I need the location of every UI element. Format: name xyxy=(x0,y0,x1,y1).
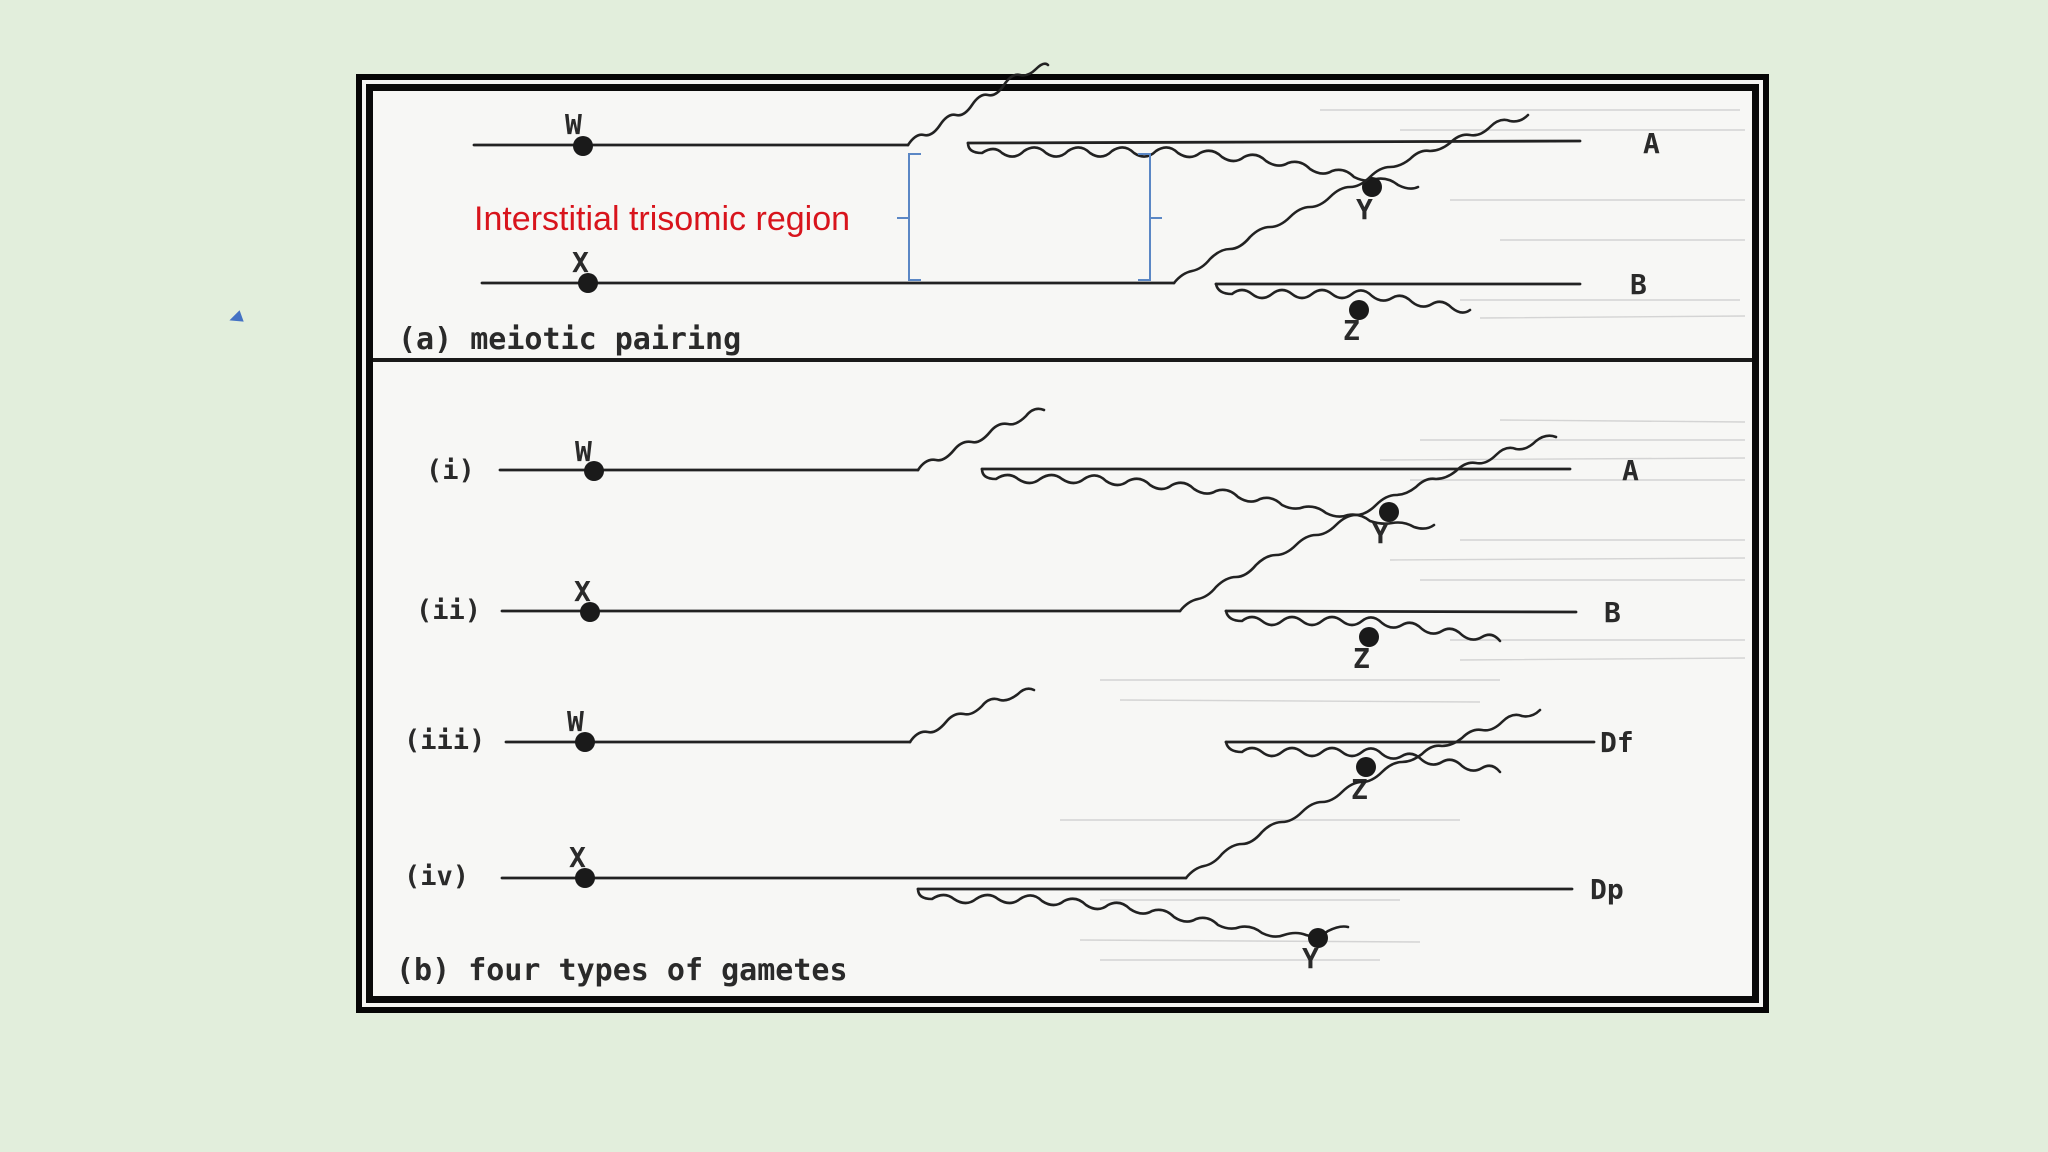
gamete-iii-wavy-tail xyxy=(908,687,1036,744)
gamete-i-left-label: W xyxy=(575,435,592,468)
gamete-iii-roman: (iii) xyxy=(404,725,485,756)
panel-b-gametes: (i) W A Y (ii) X B Z (iii) xyxy=(396,407,1639,988)
gamete-ii-centromere-x xyxy=(580,602,600,622)
caption-a: (a) meiotic pairing xyxy=(398,322,741,357)
centromere-w xyxy=(573,136,593,156)
chromosome-xb-wavy-tail xyxy=(1172,113,1530,285)
gamete-iv: (iv) X Dp Y xyxy=(404,708,1624,975)
centromere-x xyxy=(578,273,598,293)
gamete-ii-line-right xyxy=(1224,609,1578,614)
gamete-iv-centromere-y xyxy=(1308,928,1328,948)
gamete-iii-centromere-w xyxy=(575,732,595,752)
chromosome-z-wavy xyxy=(1214,282,1472,314)
gamete-ii-wavy-z xyxy=(1224,609,1502,643)
gamete-iv-bottom-label: Y xyxy=(1302,942,1319,975)
gamete-ii-bottom-label: Z xyxy=(1353,642,1370,675)
gamete-ii-right-label: B xyxy=(1604,596,1621,629)
annotation-interstitial-trisomic-region: Interstitial trisomic region xyxy=(474,200,850,238)
gamete-iv-centromere-x xyxy=(575,868,595,888)
label-b: B xyxy=(1630,268,1647,301)
figure-frame xyxy=(356,74,1769,1013)
centromere-y xyxy=(1362,177,1382,197)
gamete-iv-right-label: Dp xyxy=(1590,873,1624,906)
gamete-iv-left-label: X xyxy=(569,841,586,874)
gamete-i-centromere-w xyxy=(584,461,604,481)
chromosome-a-segment xyxy=(966,139,1582,145)
label-a: A xyxy=(1643,127,1660,160)
centromere-z xyxy=(1349,300,1369,320)
label-y: Y xyxy=(1356,193,1373,226)
gamete-iii-wavy-z xyxy=(1224,740,1502,774)
gamete-i-wavy-tail xyxy=(916,407,1046,472)
label-z: Z xyxy=(1343,314,1360,347)
gamete-iv-roman: (iv) xyxy=(404,861,469,892)
chromosome-wa-wavy-tail xyxy=(906,62,1050,147)
gamete-ii-wavy-tail xyxy=(1178,434,1558,613)
gamete-i-centromere-y xyxy=(1379,502,1399,522)
gamete-iii-bottom-label: Z xyxy=(1351,773,1368,806)
trisomic-region-bracket xyxy=(897,153,1162,281)
gamete-i-bottom-label: Y xyxy=(1372,517,1389,550)
gamete-iii: (iii) W Df Z xyxy=(404,687,1634,806)
gamete-ii: (ii) X B Z xyxy=(416,434,1621,675)
scan-texture xyxy=(1060,109,1746,961)
gamete-ii-centromere-z xyxy=(1359,627,1379,647)
triangle-marker-icon xyxy=(229,310,244,322)
chromosome-y-wavy xyxy=(966,141,1420,190)
gamete-iii-left-label: W xyxy=(567,705,584,738)
label-w: W xyxy=(565,108,582,141)
gamete-i-right-label: A xyxy=(1622,454,1639,487)
label-x: X xyxy=(572,246,589,279)
gamete-i-roman: (i) xyxy=(426,455,475,486)
gamete-iii-centromere-z xyxy=(1356,757,1376,777)
panel-a-meiotic-pairing: W A Y X B Z Interstitial trisomic region… xyxy=(398,62,1660,357)
gamete-ii-roman: (ii) xyxy=(416,595,481,626)
gamete-iii-right-label: Df xyxy=(1600,726,1634,759)
gamete-iv-wavy-y xyxy=(916,887,1350,938)
gamete-iv-wavy-tail xyxy=(1184,708,1542,880)
caption-b: (b) four types of gametes xyxy=(396,953,848,988)
gamete-ii-left-label: X xyxy=(574,575,591,608)
